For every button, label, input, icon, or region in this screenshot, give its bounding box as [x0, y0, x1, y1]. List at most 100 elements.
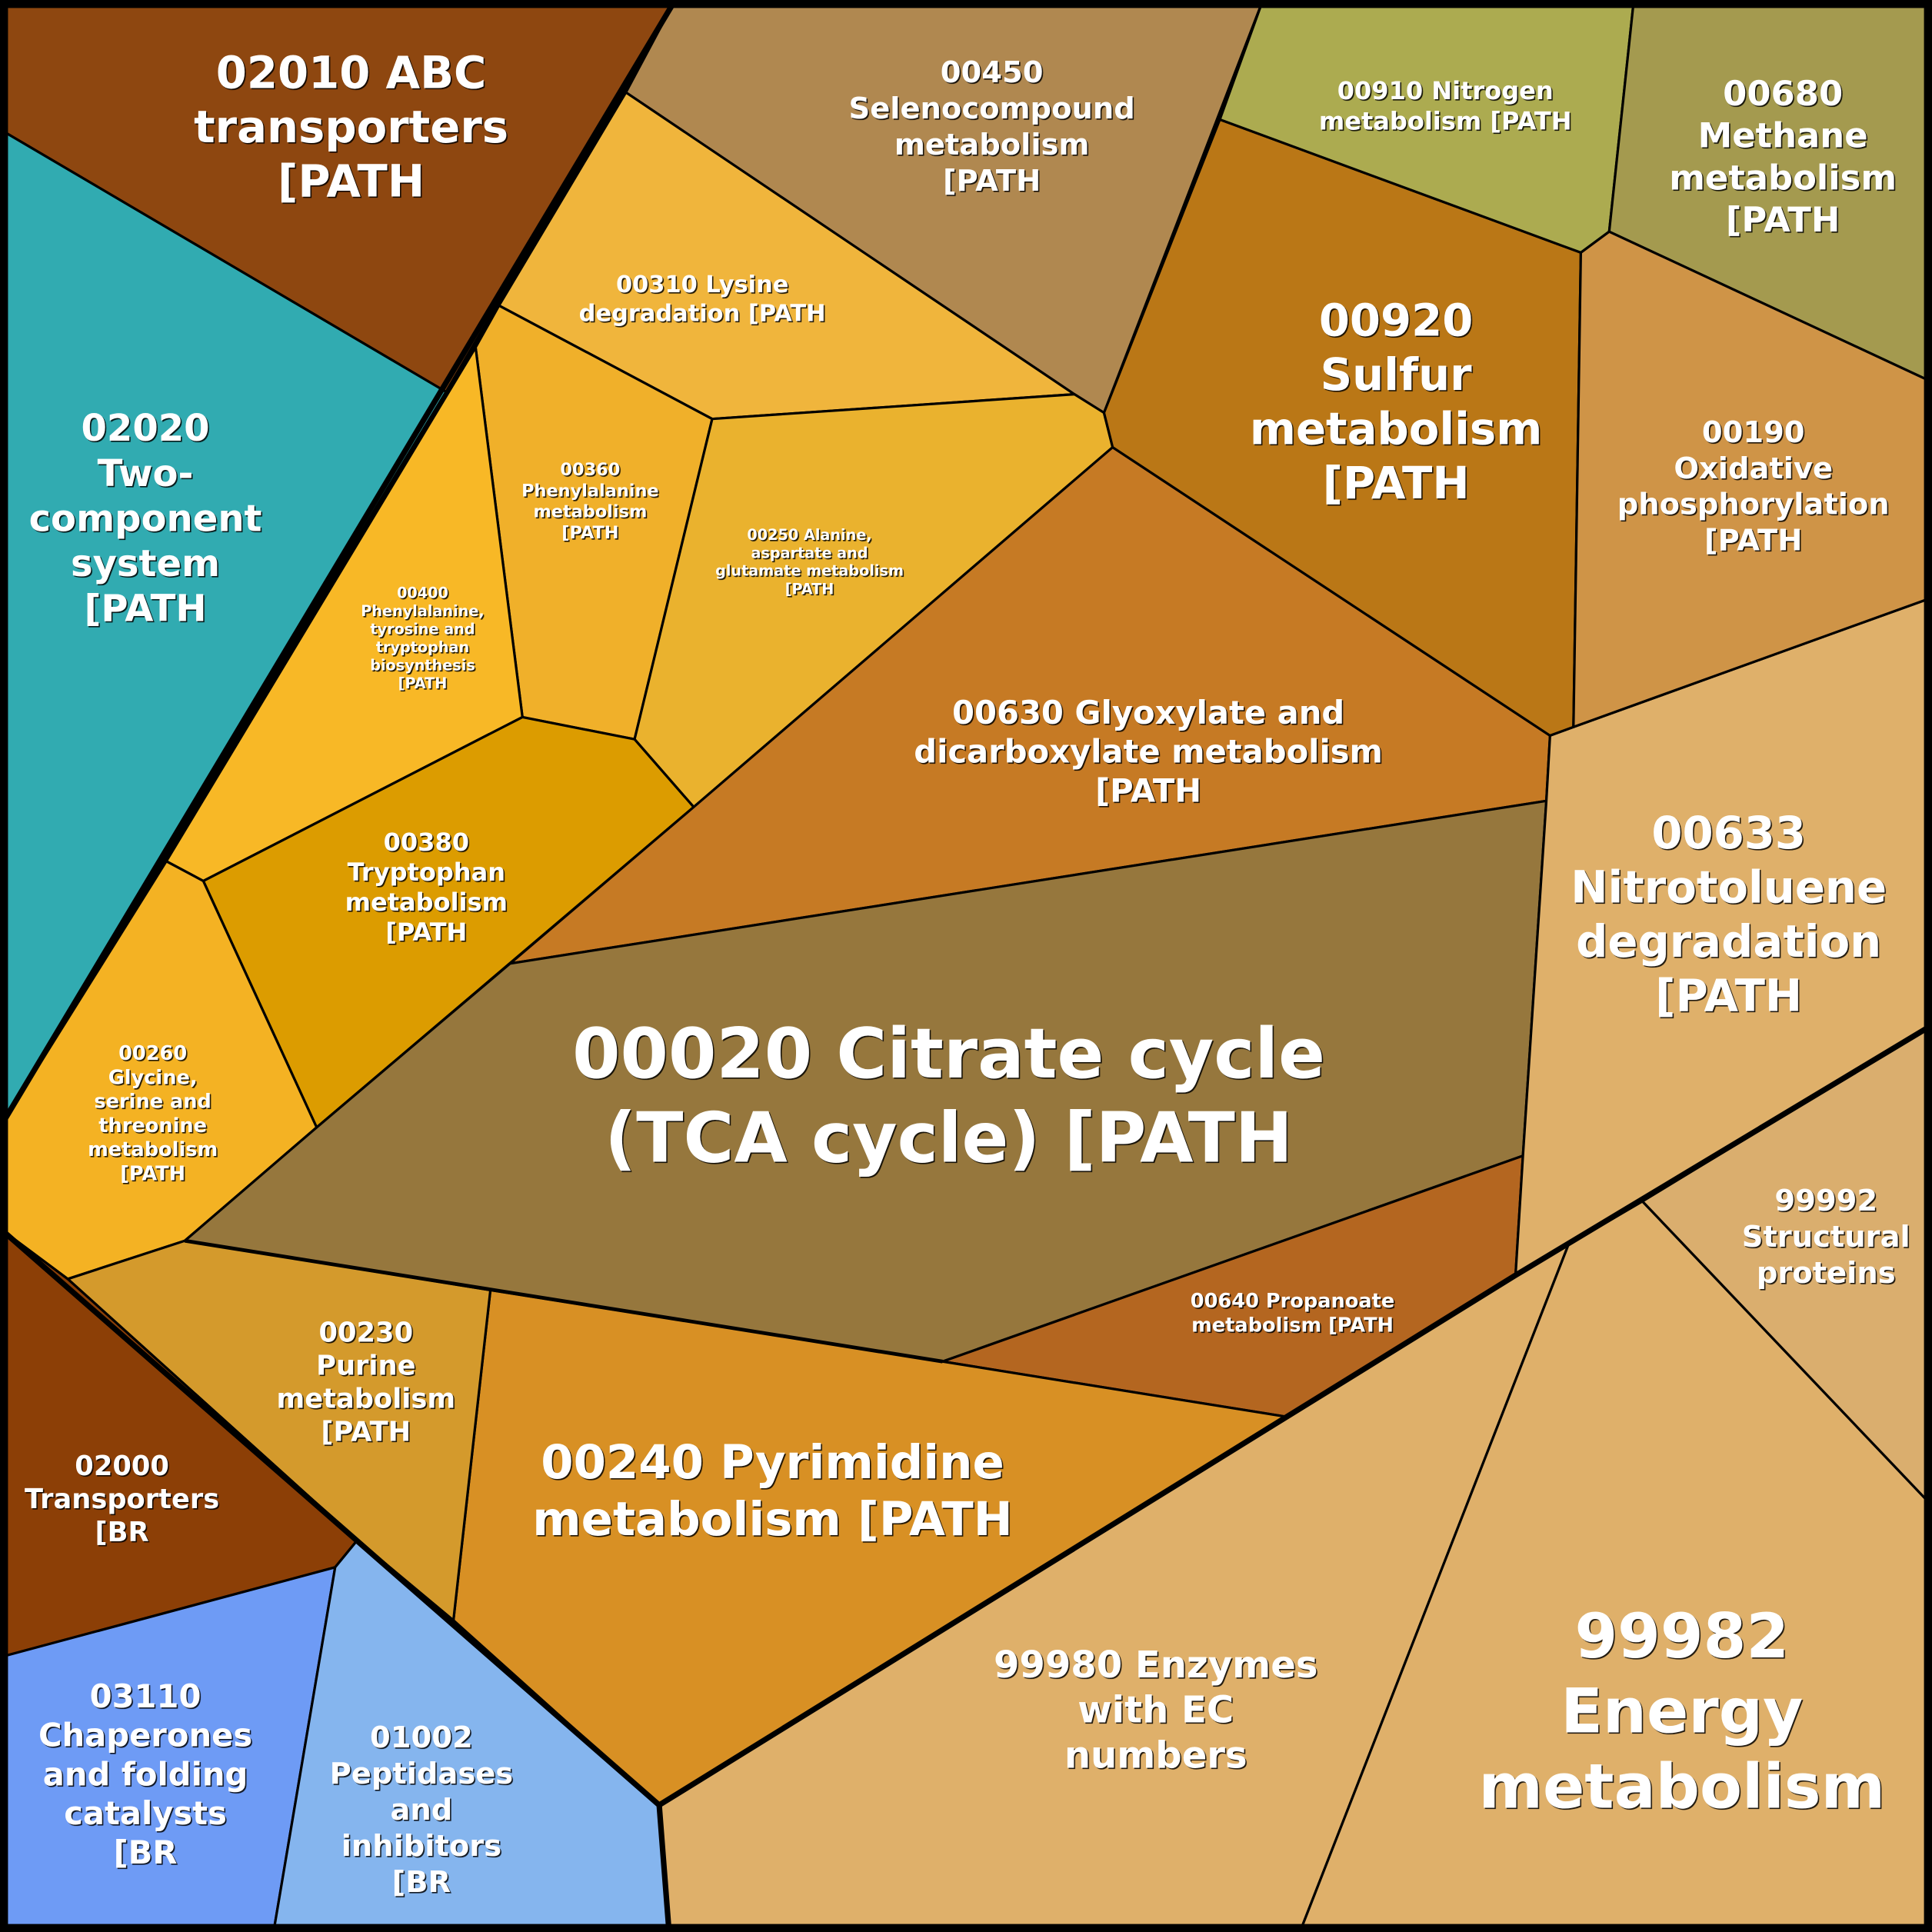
label-line: metabolism [PATH: [1191, 1314, 1394, 1337]
cell-00190[interactable]: [1572, 230, 1932, 728]
label-line: 02000: [75, 1451, 169, 1482]
label-line: 00630 Glyoxylate and: [952, 694, 1344, 731]
label-line: metabolism: [88, 1138, 218, 1161]
label-line: 00250 Alanine,: [747, 526, 871, 544]
label-line: [PATH: [785, 580, 834, 598]
label-line: transporters: [194, 101, 508, 153]
label-line: tyrosine and: [370, 621, 475, 638]
label-line: Methane: [1698, 115, 1868, 156]
label-line: metabolism: [1250, 403, 1542, 455]
label-line: phosphorylation: [1617, 488, 1890, 522]
label-line: 99992: [1774, 1184, 1877, 1218]
label-line: 00400: [397, 585, 448, 602]
label-line: component: [29, 497, 262, 540]
label-line: Chaperones: [38, 1717, 252, 1754]
label-line: 02010 ABC: [216, 47, 487, 99]
label-line: Oxidative: [1674, 451, 1833, 486]
label-line: threonine: [98, 1114, 207, 1138]
label-line: [PATH: [1726, 199, 1840, 240]
label-line: degradation [PATH: [579, 300, 826, 327]
label-line: Purine: [316, 1351, 415, 1382]
label-line: serine and: [94, 1091, 211, 1114]
label-line: [BR: [392, 1865, 451, 1900]
label-line: 00680: [1723, 73, 1843, 114]
label-line: tryptophan: [376, 638, 469, 656]
label-line: 00910 Nitrogen: [1337, 76, 1554, 105]
label-line: 00360: [560, 460, 620, 480]
label-line: and folding: [43, 1755, 248, 1793]
label-line: [PATH: [398, 675, 448, 692]
label-line: Sulfur: [1321, 348, 1472, 401]
label-line: [PATH: [385, 918, 467, 947]
cell-00680[interactable]: [1607, 0, 1932, 384]
label-line: system: [71, 542, 220, 585]
label-line: metabolism: [1479, 1750, 1886, 1822]
label-line: 00240 Pyrimidine: [541, 1435, 1004, 1490]
label-line: Peptidases: [330, 1757, 514, 1791]
label-line: Glycine,: [108, 1066, 198, 1089]
label-line: [PATH: [120, 1162, 185, 1185]
label-line: proteins: [1757, 1256, 1896, 1291]
label-line: Selenocompound: [849, 92, 1135, 126]
label-line: biosynthesis: [370, 657, 475, 675]
label-line: Energy: [1561, 1676, 1803, 1747]
label-line: Phenylalanine: [521, 481, 659, 501]
label-line: 00450: [941, 55, 1044, 90]
label-line: [PATH: [278, 155, 425, 207]
label-line: aspartate and: [751, 544, 868, 561]
label-line: 00380: [384, 828, 469, 857]
label-line: glutamate metabolism: [715, 562, 904, 580]
label-line: 00633: [1651, 807, 1806, 859]
label-line: [PATH: [561, 523, 618, 543]
label-line: 99980 Enzymes: [994, 1644, 1317, 1687]
label-line: with EC: [1078, 1689, 1234, 1732]
label-line: Phenylalanine,: [361, 602, 484, 620]
label-line: inhibitors: [341, 1829, 501, 1864]
label-line: [PATH: [321, 1417, 411, 1448]
label-line: Two-: [98, 452, 194, 495]
label-line: 02020: [81, 407, 209, 450]
label-line: metabolism: [1669, 157, 1897, 198]
label-line: 03110: [90, 1677, 202, 1715]
label-line: [PATH: [84, 588, 206, 631]
label-line: [PATH: [943, 164, 1041, 198]
label-line: 00230: [319, 1317, 414, 1348]
label-line: metabolism: [345, 888, 508, 917]
cell-03110[interactable]: [0, 1566, 337, 1932]
label-line: metabolism: [533, 502, 647, 522]
cell-label-00020: 00020 Citrate cycle(TCA cycle) [PATH: [572, 1014, 1325, 1179]
label-line: [BR: [95, 1517, 149, 1548]
label-line: metabolism [PATH: [1319, 106, 1572, 135]
label-line: Structural: [1742, 1220, 1910, 1254]
label-line: degradation: [1576, 915, 1881, 968]
label-line: and: [390, 1793, 452, 1827]
label-line: (TCA cycle) [PATH: [605, 1099, 1293, 1179]
label-line: metabolism [PATH: [532, 1492, 1012, 1547]
label-line: 01002: [370, 1720, 473, 1755]
label-line: 00190: [1702, 415, 1805, 450]
label-line: 99982: [1574, 1601, 1789, 1672]
